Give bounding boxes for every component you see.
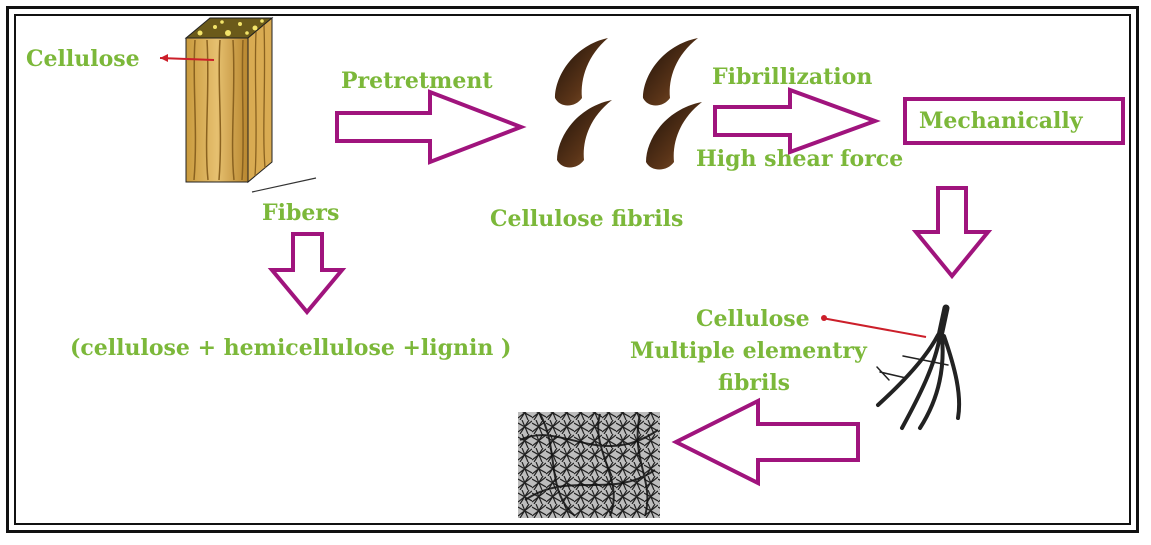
cellulose-fibrils-label: Cellulose fibrils — [490, 208, 683, 230]
fibrillization-arrow — [715, 90, 875, 152]
mechanically-down-arrow — [916, 188, 988, 276]
pretreatment-arrow — [337, 92, 521, 162]
mechanically-label: Mechanically — [919, 110, 1083, 132]
composition-label: (cellulose + hemicellulose +lignin ) — [70, 337, 511, 359]
nanofiber-network-icon — [518, 412, 660, 518]
pretreatment-label: Pretretment — [341, 70, 492, 92]
cellulose-top-label: Cellulose — [26, 48, 140, 70]
fibers-down-arrow — [272, 234, 342, 312]
pointer-line-bottom — [821, 315, 926, 337]
fibers-label: Fibers — [262, 202, 339, 224]
elementary-fibrils-icon — [877, 308, 959, 428]
multiple-elementry-label: Multiple elementry — [630, 340, 867, 362]
cellulose-fibril-icon — [555, 38, 702, 170]
fibrils-label: fibrils — [718, 372, 790, 394]
cellulose-elementary-label: Cellulose — [696, 308, 810, 330]
nanofiber-left-arrow — [676, 401, 858, 483]
wood-cube-icon — [186, 18, 316, 192]
high-shear-label: High shear force — [696, 148, 903, 170]
fibrillization-label: Fibrillization — [712, 66, 872, 88]
